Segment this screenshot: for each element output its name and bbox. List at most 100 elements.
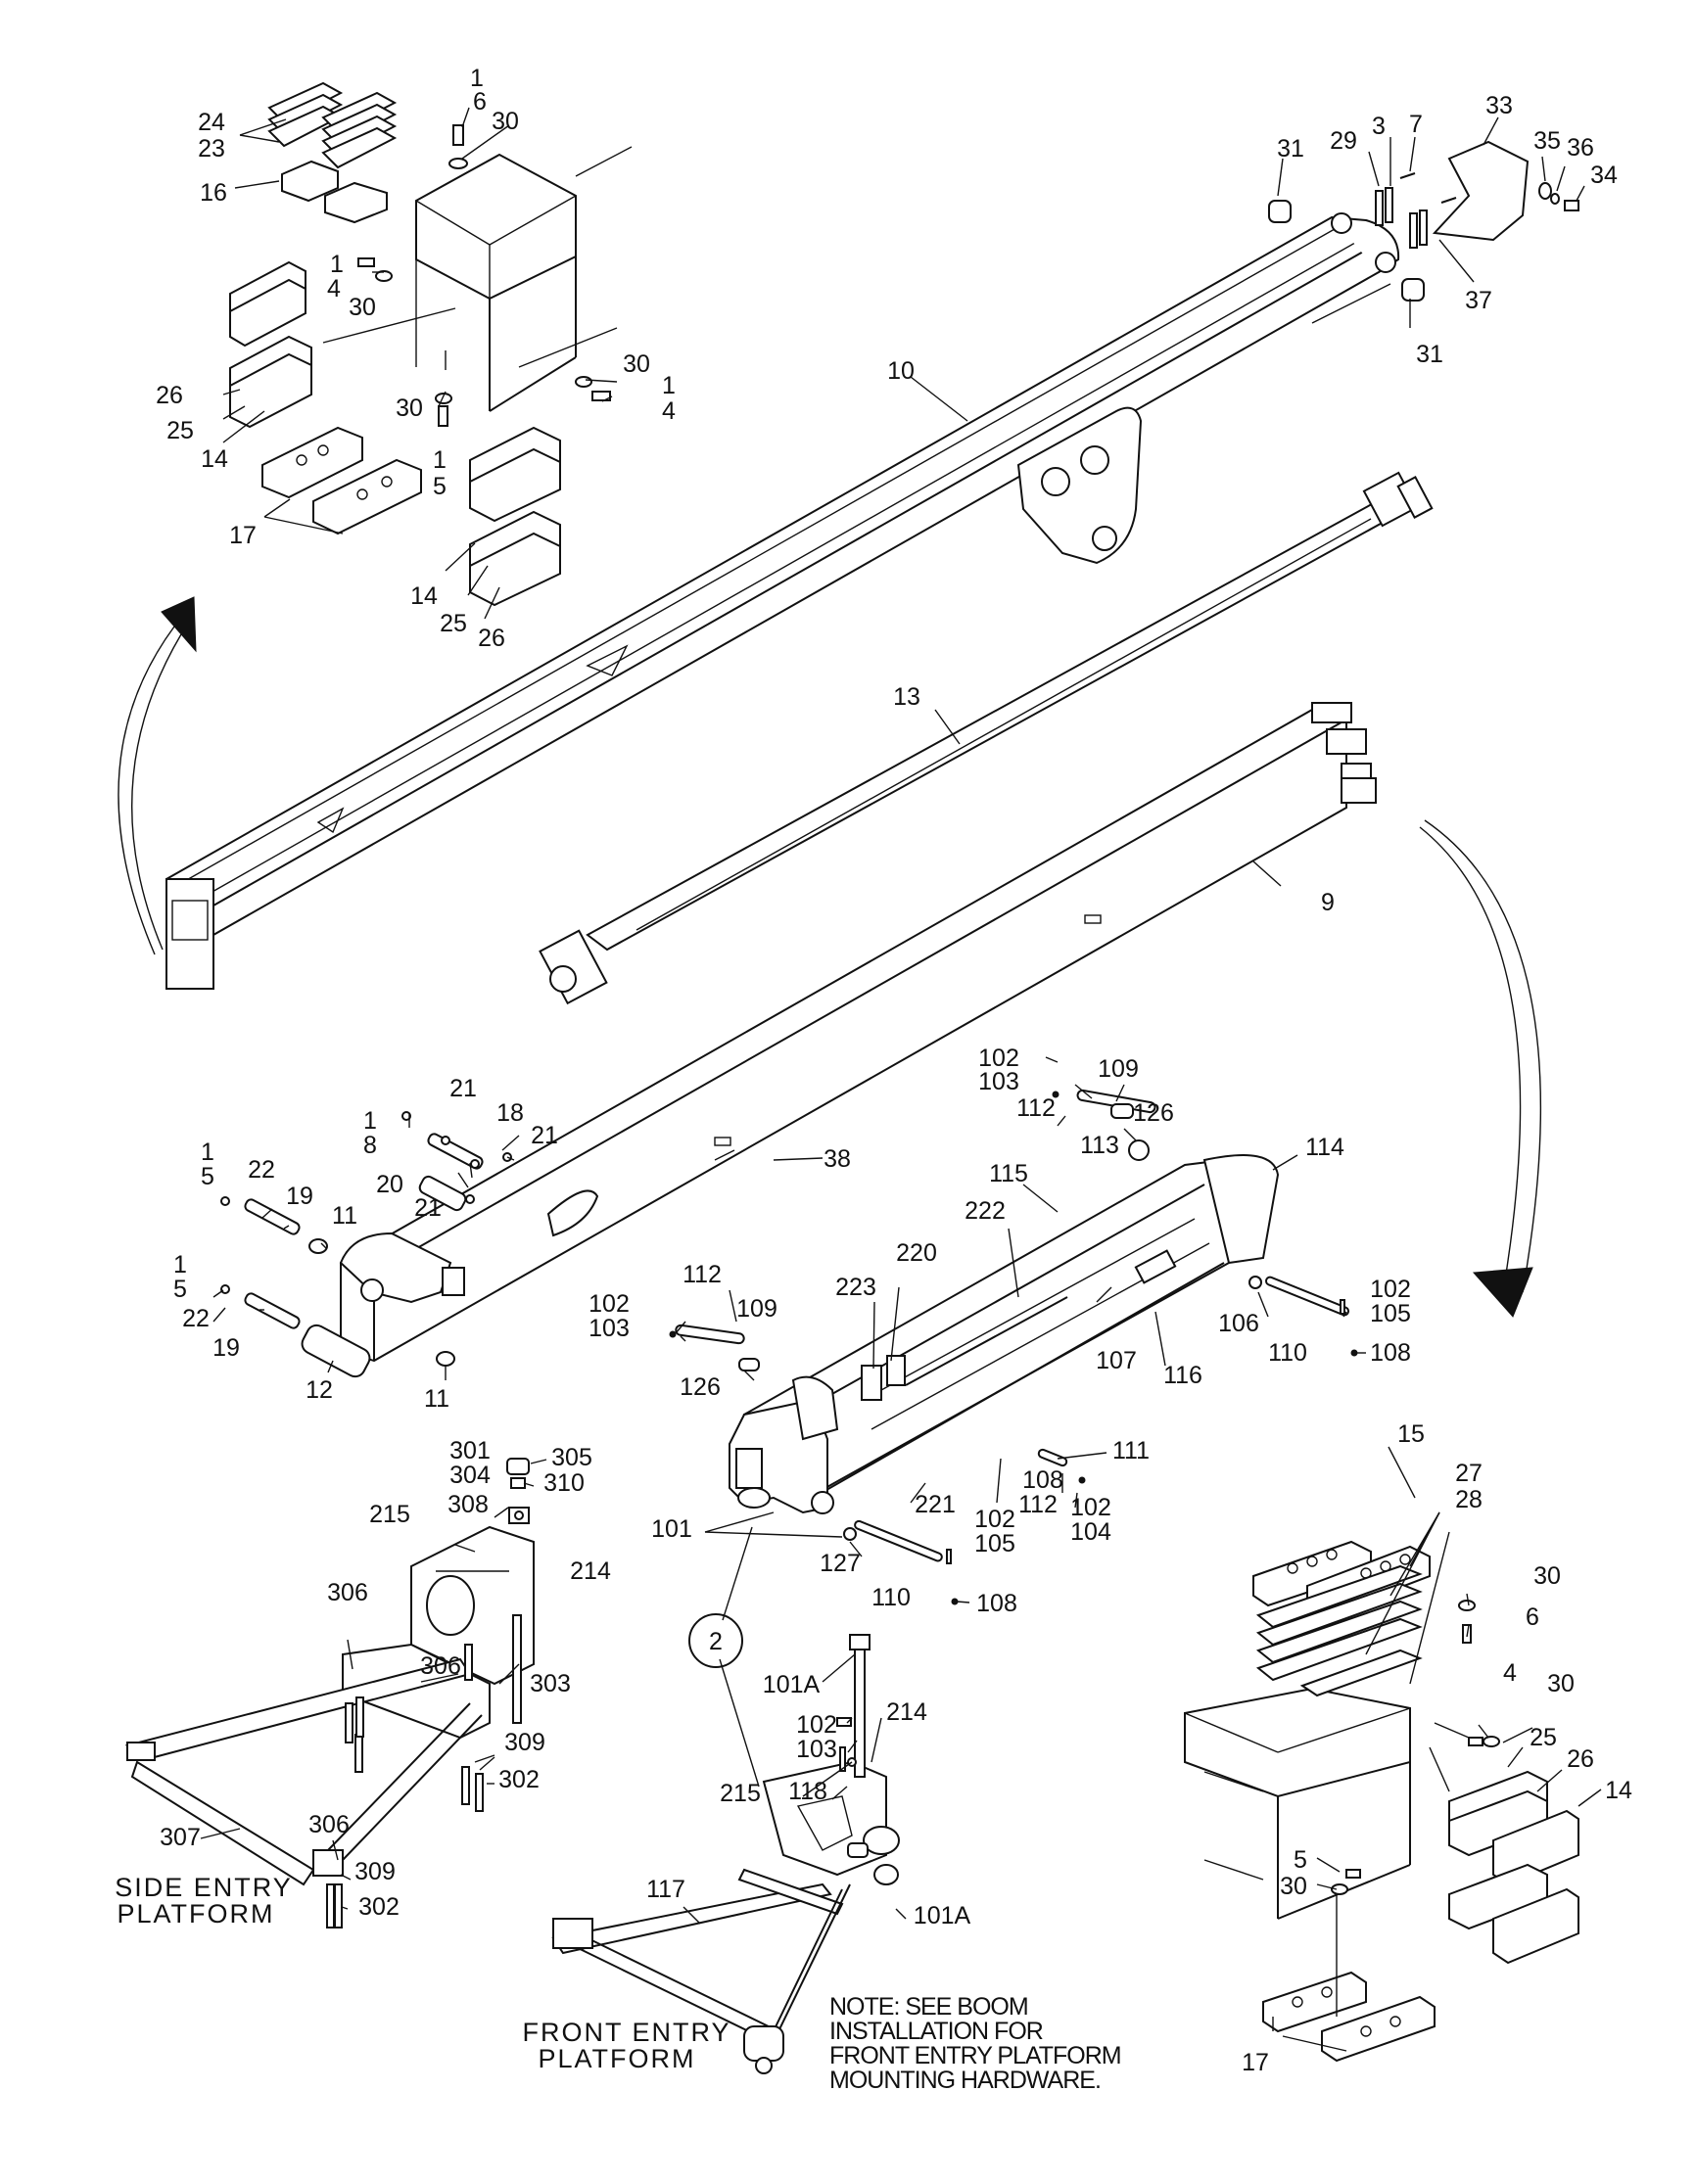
callout-28: 28 — [1455, 1486, 1483, 1513]
upper-boom — [165, 212, 1400, 990]
assembly-arrows — [118, 596, 1542, 1318]
callout-11: 11 — [332, 1202, 357, 1230]
callout-117: 117 — [646, 1876, 685, 1903]
callout-102: 102 — [796, 1711, 837, 1739]
callout-107: 107 — [1096, 1347, 1137, 1374]
callout-101A: 101A — [763, 1671, 821, 1698]
callout-109: 109 — [1098, 1055, 1139, 1083]
callout-103: 103 — [796, 1736, 837, 1763]
callout-306: 306 — [308, 1811, 350, 1838]
callout-5: 5 — [173, 1276, 187, 1303]
callout-20: 20 — [376, 1171, 403, 1198]
side-entry-caption-line1: SIDE ENTRY — [115, 1873, 293, 1902]
callout-126: 126 — [1133, 1099, 1174, 1127]
callout-106: 106 — [1218, 1310, 1259, 1337]
callout-25: 25 — [440, 610, 467, 637]
callout-8: 8 — [363, 1132, 377, 1159]
callout-15: 15 — [1397, 1420, 1425, 1448]
callout-22: 22 — [248, 1156, 275, 1184]
callout-221: 221 — [915, 1491, 956, 1518]
callout-19: 19 — [286, 1183, 313, 1210]
side-entry-caption-line2: PLATFORM — [117, 1899, 274, 1928]
callout-102: 102 — [1070, 1494, 1111, 1521]
boom-cylinder — [539, 471, 1434, 1005]
callout-101: 101 — [651, 1515, 692, 1543]
foot-pins-detail — [220, 1111, 512, 1378]
callout-105: 105 — [1370, 1300, 1411, 1327]
callout-5: 5 — [1294, 1846, 1307, 1874]
callout-19: 19 — [212, 1334, 240, 1362]
callout-309: 309 — [354, 1858, 396, 1885]
callout-34: 34 — [1590, 162, 1618, 189]
callout-103: 103 — [978, 1068, 1019, 1095]
callout-304: 304 — [449, 1462, 491, 1489]
callout-310: 310 — [543, 1469, 585, 1497]
callout-7: 7 — [1409, 111, 1423, 138]
callout-26: 26 — [1567, 1745, 1594, 1773]
callout-101A: 101A — [914, 1902, 971, 1929]
callout-302: 302 — [358, 1893, 400, 1921]
callout-1: 1 — [363, 1107, 377, 1135]
callout-26: 26 — [156, 382, 183, 409]
callout-4: 4 — [327, 275, 341, 302]
callout-27: 27 — [1455, 1460, 1483, 1487]
callout-126: 126 — [680, 1373, 721, 1401]
front-entry-caption-line2: PLATFORM — [538, 2044, 695, 2073]
callout-102: 102 — [1370, 1276, 1411, 1303]
front-entry-platform — [551, 1634, 900, 2074]
callout-301: 301 — [449, 1437, 491, 1464]
callout-25: 25 — [1530, 1724, 1557, 1751]
callout-38: 38 — [824, 1145, 851, 1173]
callout-105: 105 — [974, 1530, 1015, 1557]
callout-30: 30 — [1280, 1873, 1307, 1900]
callout-113: 113 — [1080, 1132, 1119, 1159]
callout-36: 36 — [1567, 134, 1594, 162]
side-entry-platform — [124, 1458, 535, 1928]
callout-30: 30 — [1547, 1670, 1575, 1697]
callout-112: 112 — [683, 1261, 722, 1288]
top-left-detail — [229, 81, 633, 607]
callout-30: 30 — [1533, 1562, 1561, 1590]
callout-5: 5 — [433, 473, 447, 500]
callout-circle-2 — [688, 1613, 743, 1668]
bottom-right-detail — [1184, 1540, 1579, 2063]
callout-2: 2 — [709, 1628, 723, 1655]
callout-110: 110 — [1268, 1339, 1307, 1367]
callout-24: 24 — [198, 109, 225, 136]
callout-31: 31 — [1277, 135, 1304, 163]
callout-108: 108 — [976, 1590, 1017, 1617]
callout-6: 6 — [473, 88, 487, 116]
callout-215: 215 — [369, 1501, 410, 1528]
callout-1: 1 — [433, 446, 447, 474]
callout-16: 16 — [200, 179, 227, 207]
callout-17: 17 — [1242, 2049, 1269, 2076]
callout-14: 14 — [410, 582, 438, 610]
callout-labels: 1 6 30 24 23 16 1 4 30 26 25 14 30 1 5 1… — [156, 65, 1632, 2076]
callout-303: 303 — [530, 1670, 571, 1697]
callout-6: 6 — [1526, 1603, 1539, 1631]
callout-214: 214 — [886, 1698, 927, 1726]
callout-223: 223 — [835, 1274, 876, 1301]
callout-35: 35 — [1533, 127, 1561, 155]
callout-14: 14 — [201, 445, 228, 473]
callout-1: 1 — [201, 1138, 214, 1166]
callout-104: 104 — [1070, 1518, 1111, 1546]
callout-309: 309 — [504, 1729, 545, 1756]
callout-222: 222 — [965, 1197, 1006, 1225]
callout-114: 114 — [1305, 1134, 1344, 1161]
captions: SIDE ENTRY PLATFORM FRONT ENTRY PLATFORM… — [115, 1873, 1121, 2094]
callout-307: 307 — [160, 1824, 201, 1851]
callout-305: 305 — [551, 1444, 592, 1471]
base-boom-assembly — [729, 1154, 1280, 1514]
callout-3: 3 — [1372, 113, 1386, 140]
callout-23: 23 — [198, 135, 225, 163]
callout-109: 109 — [736, 1295, 777, 1323]
callout-112: 112 — [1016, 1094, 1056, 1122]
callout-17: 17 — [229, 522, 257, 549]
callout-1: 1 — [173, 1251, 187, 1278]
callout-12: 12 — [306, 1376, 333, 1404]
callout-4: 4 — [1503, 1659, 1517, 1687]
callout-108: 108 — [1022, 1466, 1063, 1494]
callout-302: 302 — [498, 1766, 540, 1793]
callout-25: 25 — [166, 417, 194, 444]
